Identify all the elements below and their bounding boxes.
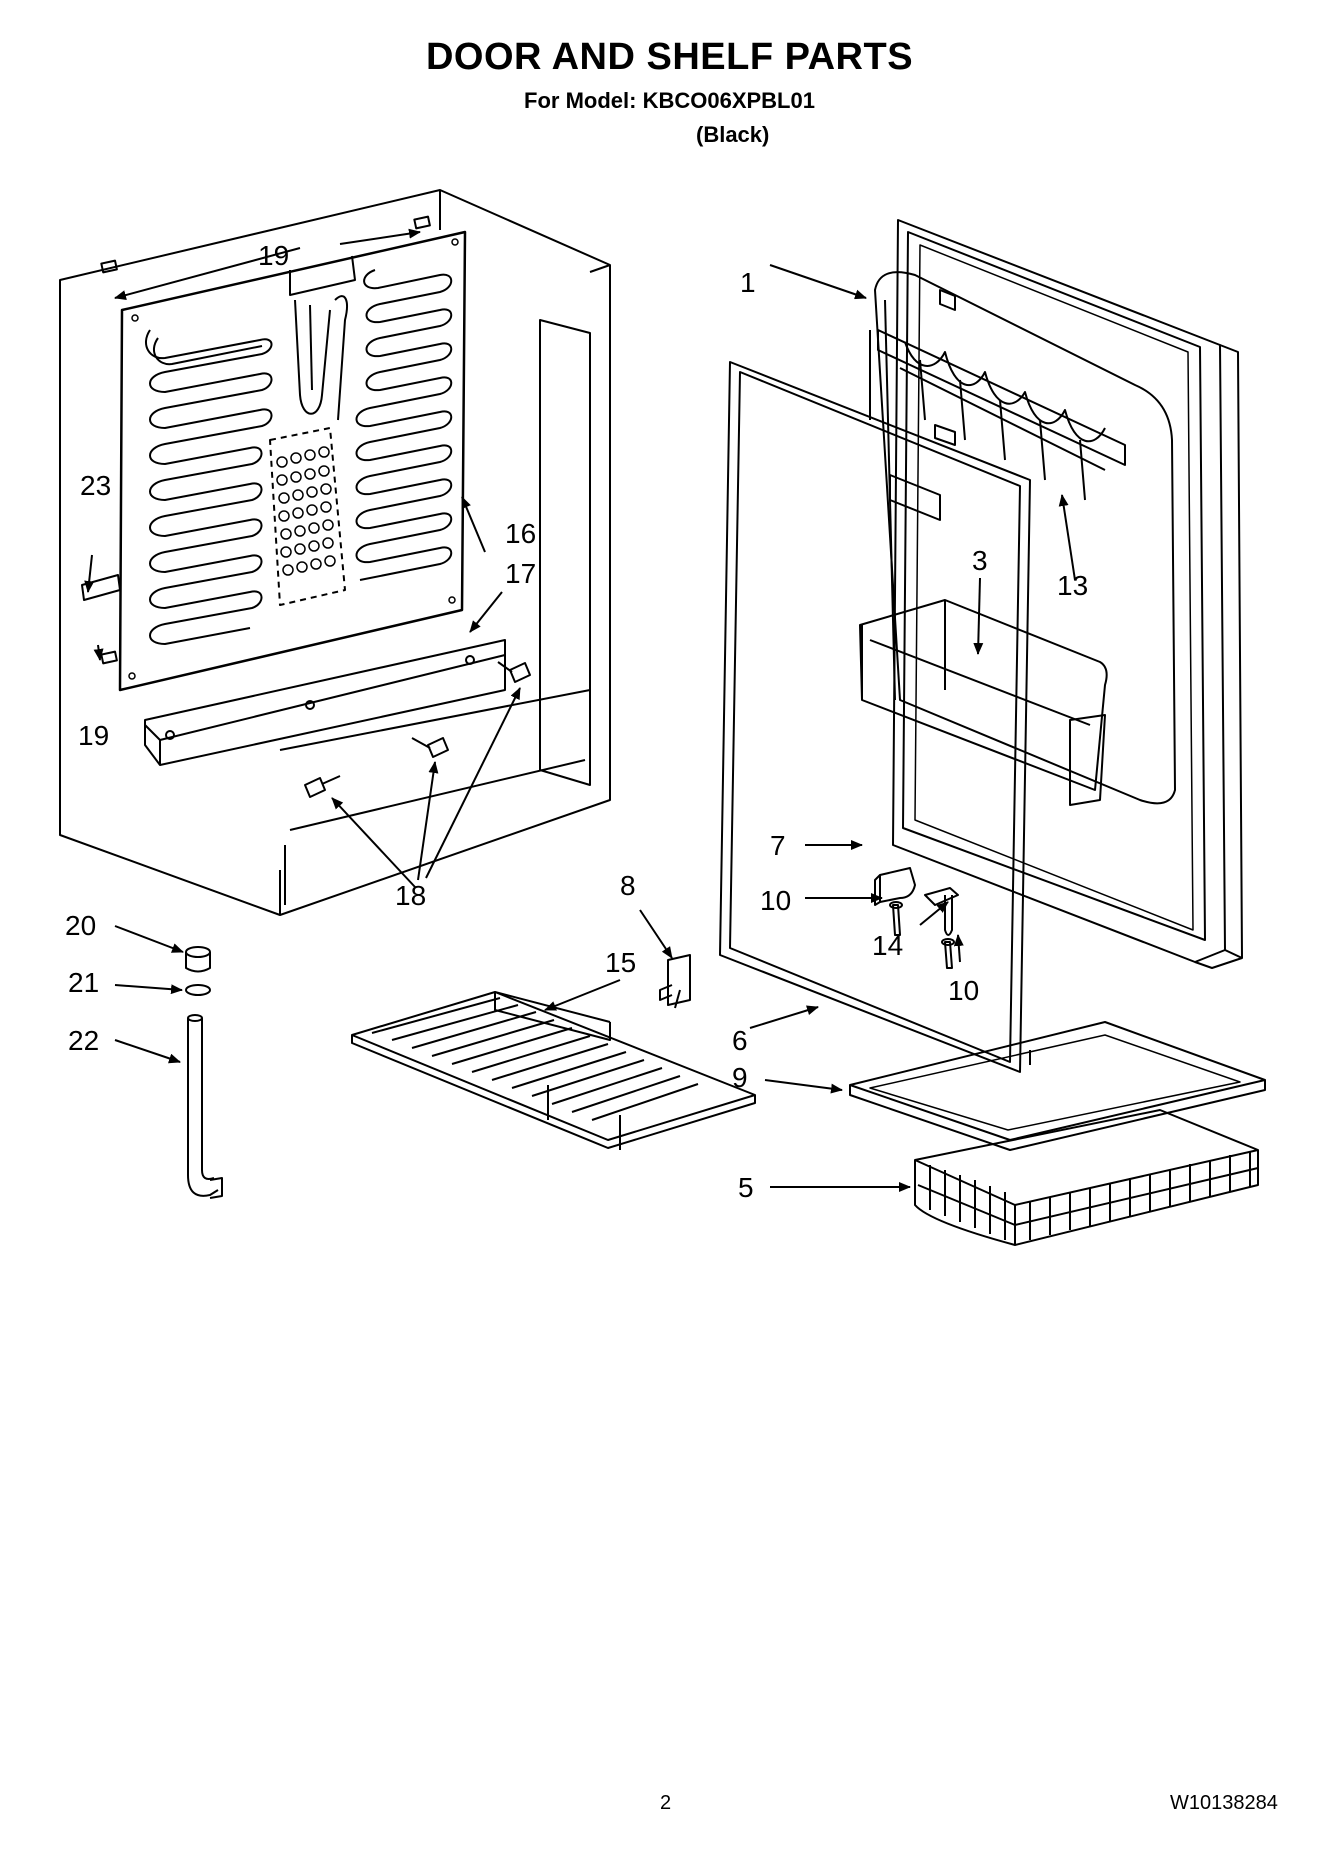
callout-21: 21 [68,967,99,998]
hinge-bracket-8 [659,954,691,1009]
door-shelf-3 [859,599,1108,806]
washer-21 [185,984,211,996]
wine-rack-13 [877,289,1126,521]
screw-18a [304,775,341,798]
model-line: For Model: KBCO06XPBL01 [524,88,815,113]
callout-7: 7 [770,830,786,861]
wire-shelf-15 [351,991,756,1150]
evaporator-plate [118,230,467,692]
pin-19-lower [100,650,118,665]
callout-16: 16 [505,518,536,549]
drain-tube-22 [187,1014,223,1199]
callout-17: 17 [505,558,536,589]
page-number: 2 [660,1792,672,1814]
callout-6: 6 [732,1025,748,1056]
callout-23: 23 [80,470,111,501]
leveling-leg-20 [185,946,211,973]
callout-5: 5 [738,1172,754,1203]
shelf-bracket [144,639,506,766]
callout-18: 18 [395,880,426,911]
callout-19-top: 19 [258,240,289,271]
callout-22: 22 [68,1025,99,1056]
drip-tray-cover-9 [849,1021,1266,1151]
callout-3: 3 [972,545,988,576]
door-panel [892,219,1243,969]
clip-23 [81,574,121,601]
screw-18b [411,737,449,758]
pin-19-top-left [100,259,118,274]
callout-8: 8 [620,870,636,901]
callout-9: 9 [732,1062,748,1093]
wire-basket-5 [914,1109,1259,1246]
screw-10a [889,901,903,936]
callout-20: 20 [65,910,96,941]
door-hinge-7 [874,867,916,906]
screw-10b [941,938,955,969]
cabinet-liner [59,189,611,916]
hinge-pin-14 [924,887,959,936]
document-number: W10138284 [1170,1792,1278,1814]
callout-labels: 19 1 23 16 17 3 13 19 7 8 18 10 20 14 15… [65,240,1088,1203]
callout-10-left: 10 [760,885,791,916]
callout-13: 13 [1057,570,1088,601]
callout-14: 14 [872,930,903,961]
color-note: (Black) [696,122,770,147]
leader-lines [84,228,1076,1192]
screw-18c [497,661,531,683]
callout-10-right: 10 [948,975,979,1006]
dimple-grid [276,446,336,576]
callout-15: 15 [605,947,636,978]
plate-mount-holes [128,238,459,680]
callout-19-lower: 19 [78,720,109,751]
callout-1: 1 [740,267,756,298]
door-gasket-6 [719,361,1031,1073]
page-title: DOOR AND SHELF PARTS [425,36,914,78]
pin-19-top-right [413,215,431,230]
